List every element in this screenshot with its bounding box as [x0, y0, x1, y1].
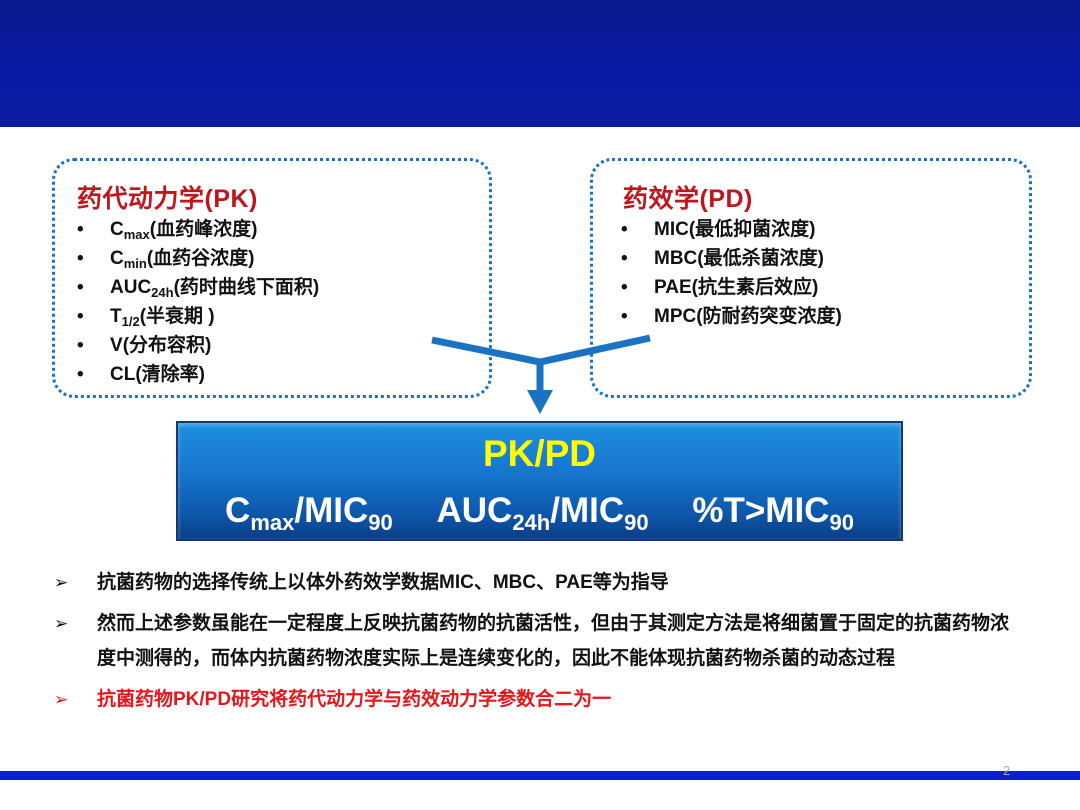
pk-item-auc: •AUC24h(药时曲线下面积) — [75, 273, 319, 302]
pkpd-title: PK/PD — [482, 433, 597, 474]
pd-item-mpc: •MPC(防耐药突变浓度) — [619, 302, 842, 331]
pk-item-cmax: •Cmax(血药峰浓度) — [75, 215, 319, 244]
note-item: ➢抗菌药物的选择传统上以体外药效学数据MIC、MBC、PAE等为指导 — [52, 565, 1012, 600]
bullet-icon: • — [77, 248, 84, 269]
pd-list: •MIC(最低抑菌浓度) •MBC(最低杀菌浓度) •PAE(抗生素后效应) •… — [619, 215, 842, 331]
bullet-icon: • — [77, 306, 84, 327]
page-number: 2 — [1003, 763, 1011, 778]
bullet-icon: • — [621, 219, 628, 240]
pk-list: •Cmax(血药峰浓度) •Cmin(血药谷浓度) •AUC24h(药时曲线下面… — [75, 215, 319, 389]
pd-item-pae: •PAE(抗生素后效应) — [619, 273, 842, 302]
pk-item-cmin: •Cmin(血药谷浓度) — [75, 244, 319, 273]
bullet-icon: • — [77, 364, 84, 385]
bullet-icon: • — [77, 335, 84, 356]
pkpd-term-cmax-mic: Cmax/MIC90 — [225, 491, 393, 535]
pk-box: 药代动力学(PK) •Cmax(血药峰浓度) •Cmin(血药谷浓度) •AUC… — [52, 158, 492, 398]
header-bar — [0, 0, 1080, 127]
pkpd-term-auc-mic: AUC24h/MIC90 — [436, 491, 649, 535]
note-item-highlight: ➢抗菌药物PK/PD研究将药代动力学与药效动力学参数合二为一 — [52, 682, 1012, 717]
bullet-icon: • — [621, 277, 628, 298]
arrow-bullet-icon: ➢ — [54, 573, 69, 592]
pd-box: 药效学(PD) •MIC(最低抑菌浓度) •MBC(最低杀菌浓度) •PAE(抗… — [590, 158, 1032, 398]
pd-title: 药效学(PD) — [623, 185, 753, 213]
pk-item-v: •V(分布容积) — [75, 331, 319, 360]
pd-item-mic: •MIC(最低抑菌浓度) — [619, 215, 842, 244]
bullet-icon: • — [77, 277, 84, 298]
notes-list: ➢抗菌药物的选择传统上以体外药效学数据MIC、MBC、PAE等为指导 ➢然而上述… — [52, 565, 1012, 723]
bullet-icon: • — [77, 219, 84, 240]
pkpd-panel: PK/PD Cmax/MIC90 AUC24h/MIC90 %T>MIC90 — [176, 421, 903, 541]
pk-item-t-half: •T1/2(半衰期 ) — [75, 302, 319, 331]
arrow-bullet-icon: ➢ — [54, 690, 69, 709]
pk-item-cl: •CL(清除率) — [75, 360, 319, 389]
pd-item-mbc: •MBC(最低杀菌浓度) — [619, 244, 842, 273]
pkpd-term-t-mic: %T>MIC90 — [692, 491, 854, 535]
pk-title: 药代动力学(PK) — [77, 185, 258, 213]
footer-bar — [0, 771, 1080, 780]
bullet-icon: • — [621, 306, 628, 327]
arrow-bullet-icon: ➢ — [54, 614, 69, 633]
bullet-icon: • — [621, 248, 628, 269]
note-item: ➢然而上述参数虽能在一定程度上反映抗菌药物的抗菌活性，但由于其测定方法是将细菌置… — [52, 606, 1012, 676]
pkpd-formula: Cmax/MIC90 AUC24h/MIC90 %T>MIC90 — [178, 491, 901, 535]
